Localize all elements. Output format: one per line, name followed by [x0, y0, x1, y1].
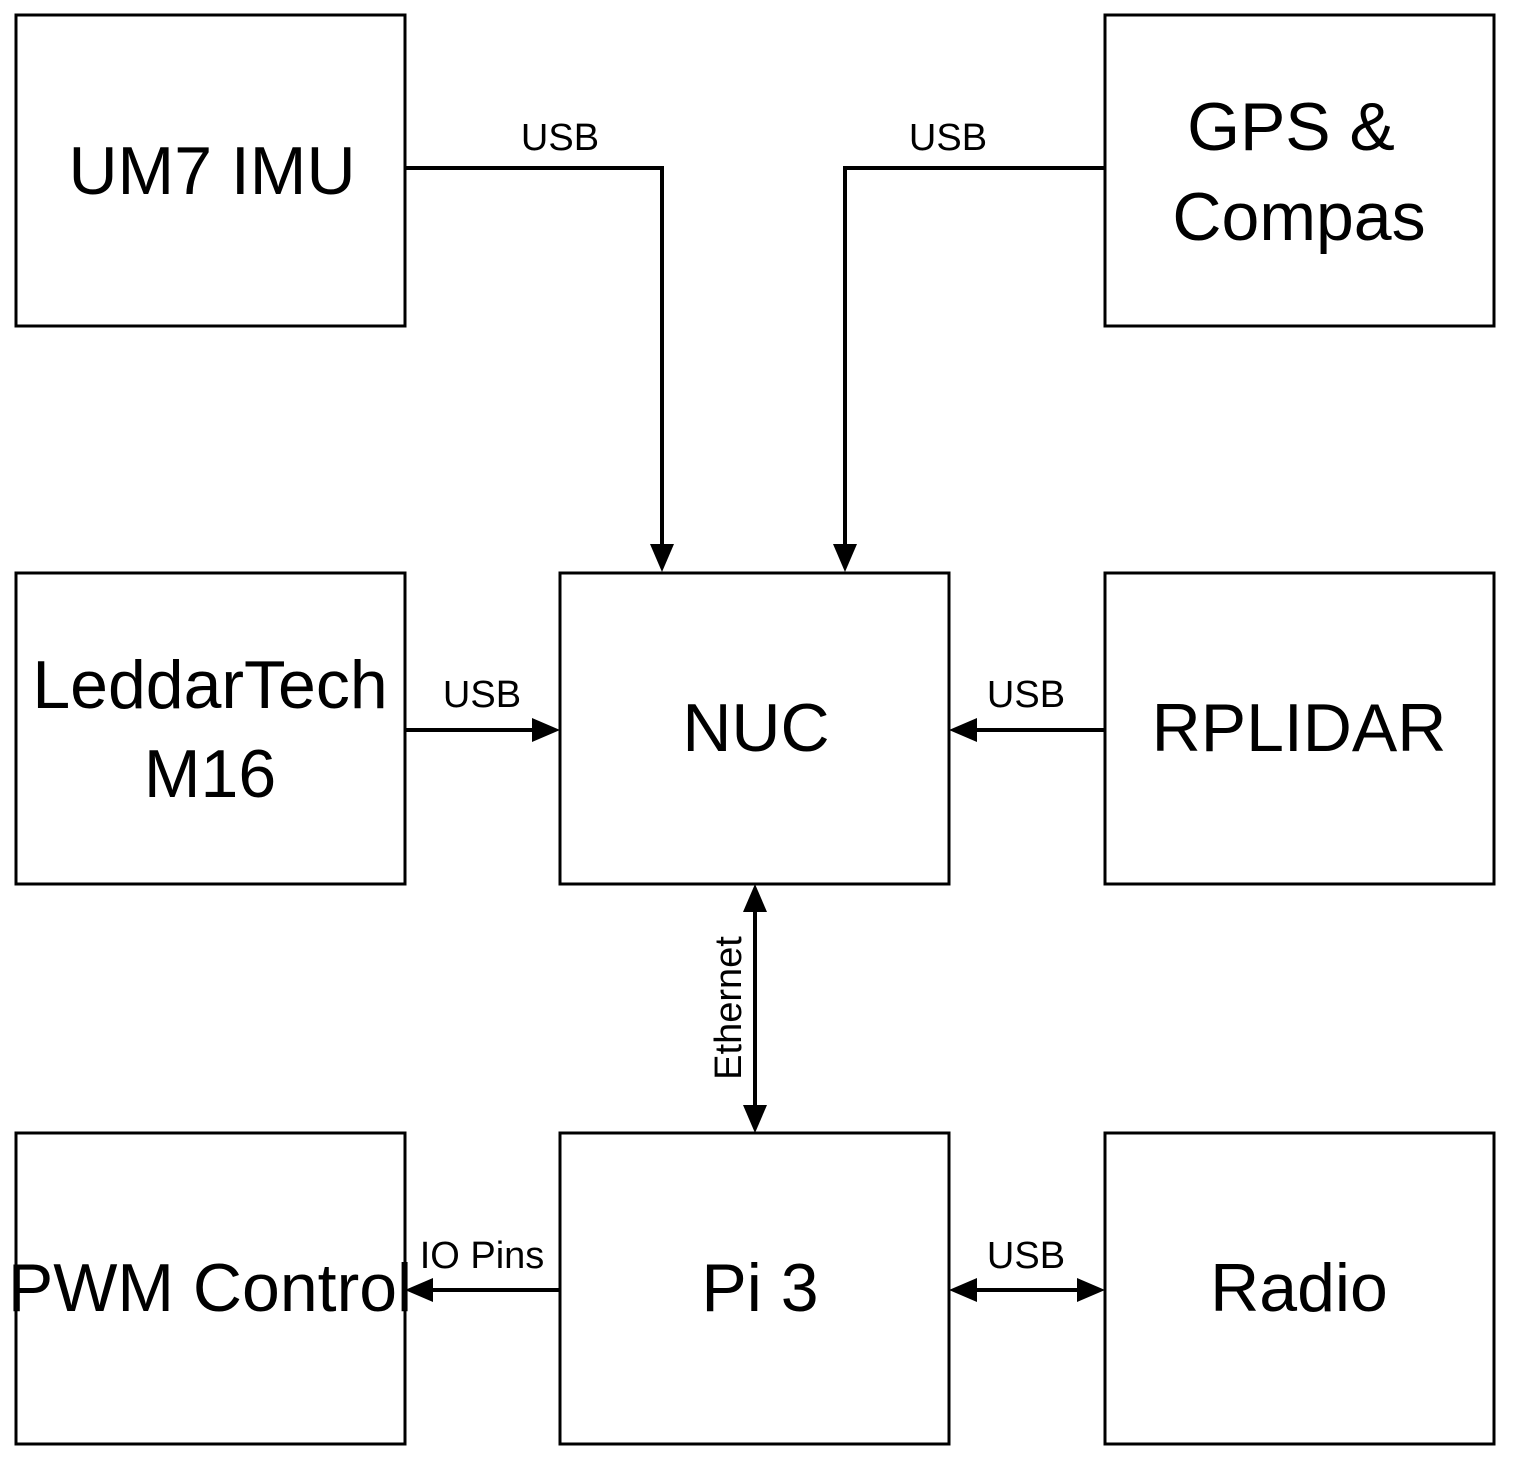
edge-pi3-to-pwm: IO Pins: [405, 1235, 560, 1302]
node-pwm-control-label: PWM Control: [8, 1250, 412, 1326]
node-rplidar-box: [1103, 571, 1496, 886]
edge-imu-to-nuc: USB: [405, 117, 674, 572]
node-rplidar: RPLIDAR: [1103, 571, 1496, 886]
edge-leddar-to-nuc: USB: [405, 674, 560, 742]
node-pi3-box: [558, 1131, 951, 1446]
node-um7-imu: UM7 IMU: [14, 13, 407, 328]
node-leddartech-label-line2: M16: [144, 736, 276, 812]
node-radio-box: [1103, 1131, 1496, 1446]
edge-rplidar-to-nuc: USB: [949, 674, 1105, 742]
arrowhead-right: [1077, 1278, 1105, 1302]
node-nuc: NUC: [558, 571, 951, 886]
arrowhead-down: [833, 544, 857, 572]
arrowhead-down: [650, 544, 674, 572]
node-pi3-label: Pi 3: [701, 1250, 818, 1326]
edge-nuc-pi3: Ethernet: [708, 884, 767, 1133]
arrowhead-down: [743, 1105, 767, 1133]
node-leddartech: LeddarTech M16: [14, 571, 407, 886]
arrowhead-left: [405, 1278, 433, 1302]
node-gps-compas: GPS & Compas: [1103, 13, 1496, 328]
node-um7-imu-label: UM7 IMU: [68, 133, 355, 209]
arrowhead-right: [532, 718, 560, 742]
node-leddartech-label-line1: LeddarTech: [32, 647, 387, 723]
node-gps-compas-label-line2: Compas: [1172, 179, 1425, 255]
edge-imu-to-nuc-line: [405, 166, 664, 548]
edge-nuc-pi3-label: Ethernet: [708, 936, 750, 1080]
edge-leddar-to-nuc-label: USB: [443, 674, 521, 716]
node-radio: Radio: [1103, 1131, 1496, 1446]
node-pi3: Pi 3: [558, 1131, 951, 1446]
node-um7-imu-box: [14, 13, 407, 328]
edge-imu-to-nuc-label: USB: [521, 117, 599, 159]
node-radio-label: Radio: [1210, 1250, 1388, 1326]
edge-rplidar-to-nuc-label: USB: [987, 674, 1065, 716]
arrowhead-left: [949, 718, 977, 742]
node-gps-compas-label-line1: GPS &: [1187, 89, 1395, 165]
arrowhead-left: [949, 1278, 977, 1302]
edge-gps-to-nuc: USB: [833, 117, 1105, 572]
node-nuc-box: [558, 571, 951, 886]
edge-pi3-radio: USB: [949, 1235, 1105, 1302]
node-rplidar-label: RPLIDAR: [1152, 690, 1447, 766]
node-gps-compas-box: [1103, 13, 1496, 328]
edge-gps-to-nuc-label: USB: [909, 117, 987, 159]
edge-gps-to-nuc-line: [843, 166, 1105, 548]
edge-pi3-radio-label: USB: [987, 1235, 1065, 1277]
edge-pi3-to-pwm-label: IO Pins: [420, 1235, 545, 1277]
node-nuc-label: NUC: [682, 690, 829, 766]
node-pwm-control-box: [14, 1131, 407, 1446]
arrowhead-up: [743, 884, 767, 912]
node-leddartech-box: [14, 571, 407, 886]
node-pwm-control: PWM Control: [8, 1131, 412, 1446]
